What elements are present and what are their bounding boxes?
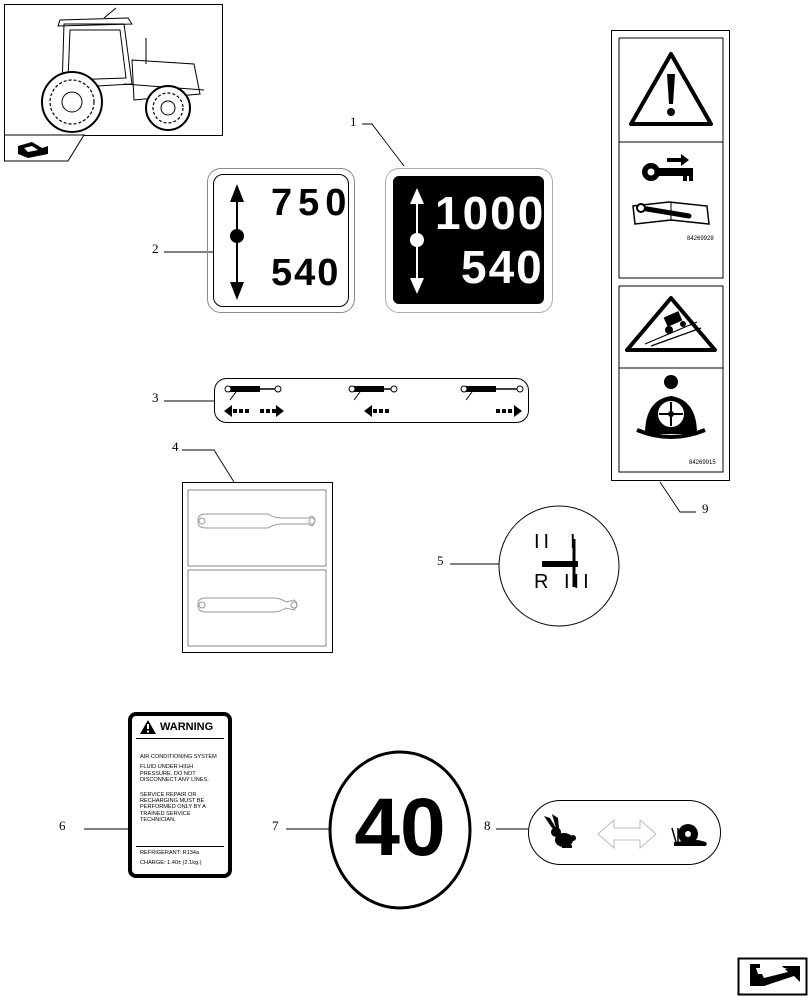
- callout-5: 5: [437, 553, 444, 568]
- warning-line: PERFORMED ONLY BY A: [140, 804, 206, 811]
- key-icon: [642, 154, 693, 181]
- callout-3: 3: [152, 390, 159, 405]
- callout-1: 1: [350, 114, 357, 129]
- decal-speed-range: [528, 800, 722, 866]
- gear-i: I: [570, 531, 576, 553]
- cylinder-icon: [460, 385, 524, 401]
- tractor-thumbnail: [4, 4, 223, 162]
- callout-2: 2: [152, 241, 159, 256]
- warning-line: DISCONNECT ANY LINES.: [140, 777, 209, 784]
- next-page-arrow-button[interactable]: [737, 957, 808, 996]
- warning-line: SERVICE REPAIR OR: [140, 791, 197, 798]
- warning-line: TECHNICIAN.: [140, 817, 176, 824]
- refrigerant-line: REFRIGERANT: R134a: [140, 850, 200, 856]
- speed-value: 40: [354, 782, 446, 873]
- double-arrow-icon: [410, 188, 424, 294]
- cylinder-icon: [224, 385, 282, 401]
- callout-6: 6: [59, 818, 66, 833]
- double-arrow-icon: [230, 184, 244, 300]
- warning-line: TRAINED SERVICE: [140, 810, 191, 817]
- double-arrow-icon: [597, 818, 657, 850]
- seatbelt-icon: [636, 375, 706, 439]
- decal-gear-pattern: II I R III: [498, 505, 620, 627]
- decal-pto-1000-540: 1000 540: [385, 168, 553, 313]
- next-page-arrow-icon[interactable]: [737, 957, 808, 996]
- decal-speed-limit: 40: [328, 750, 472, 910]
- manual-book-icon: [632, 201, 710, 225]
- gear-ii: II: [534, 531, 554, 553]
- decal-cylinder-sheet: [182, 482, 334, 654]
- decal-safety-stack: 84269928 84269915: [611, 30, 731, 482]
- pto-top-value: 1000: [435, 187, 546, 239]
- pto-bottom-value: 540: [461, 241, 544, 293]
- callout-9: 9: [702, 501, 709, 516]
- decal-pto-750-540: 750 540: [207, 168, 355, 313]
- charge-line: CHARGE: 1.40± (2.1kg.): [140, 860, 202, 867]
- decal-ac-warning: WARNING AIR CONDITIONING SYSTEM FLUID UN…: [128, 712, 232, 878]
- decal-hydraulic-strip: [214, 378, 530, 424]
- pto-top-value: 750: [271, 182, 353, 224]
- gear-iii: III: [564, 571, 593, 593]
- callout-4: 4: [172, 439, 179, 454]
- gear-r: R: [534, 571, 549, 593]
- warning-triangle-icon: [629, 52, 713, 126]
- warning-header: WARNING: [160, 721, 214, 733]
- decal-code-top: 84269928: [687, 236, 714, 242]
- callout-8: 8: [484, 818, 491, 833]
- warning-line: AIR CONDITIONING SYSTEM: [140, 754, 217, 760]
- pto-bottom-value: 540: [271, 252, 341, 294]
- warning-line: FLUID UNDER HIGH: [140, 764, 194, 771]
- rabbit-icon: [544, 814, 576, 848]
- cylinder-icon: [348, 385, 398, 401]
- warning-triangle-icon: [140, 720, 156, 734]
- warning-line: PRESSURE. DO NOT: [140, 770, 196, 777]
- decal-code-bottom: 84269915: [689, 460, 716, 466]
- tractor-thumbnail-icon: [4, 4, 223, 162]
- callout-7: 7: [272, 818, 279, 833]
- warning-line: RECHARGING MUST BE: [140, 798, 205, 805]
- rollover-warning-icon: [625, 296, 717, 352]
- snail-icon: [671, 824, 707, 846]
